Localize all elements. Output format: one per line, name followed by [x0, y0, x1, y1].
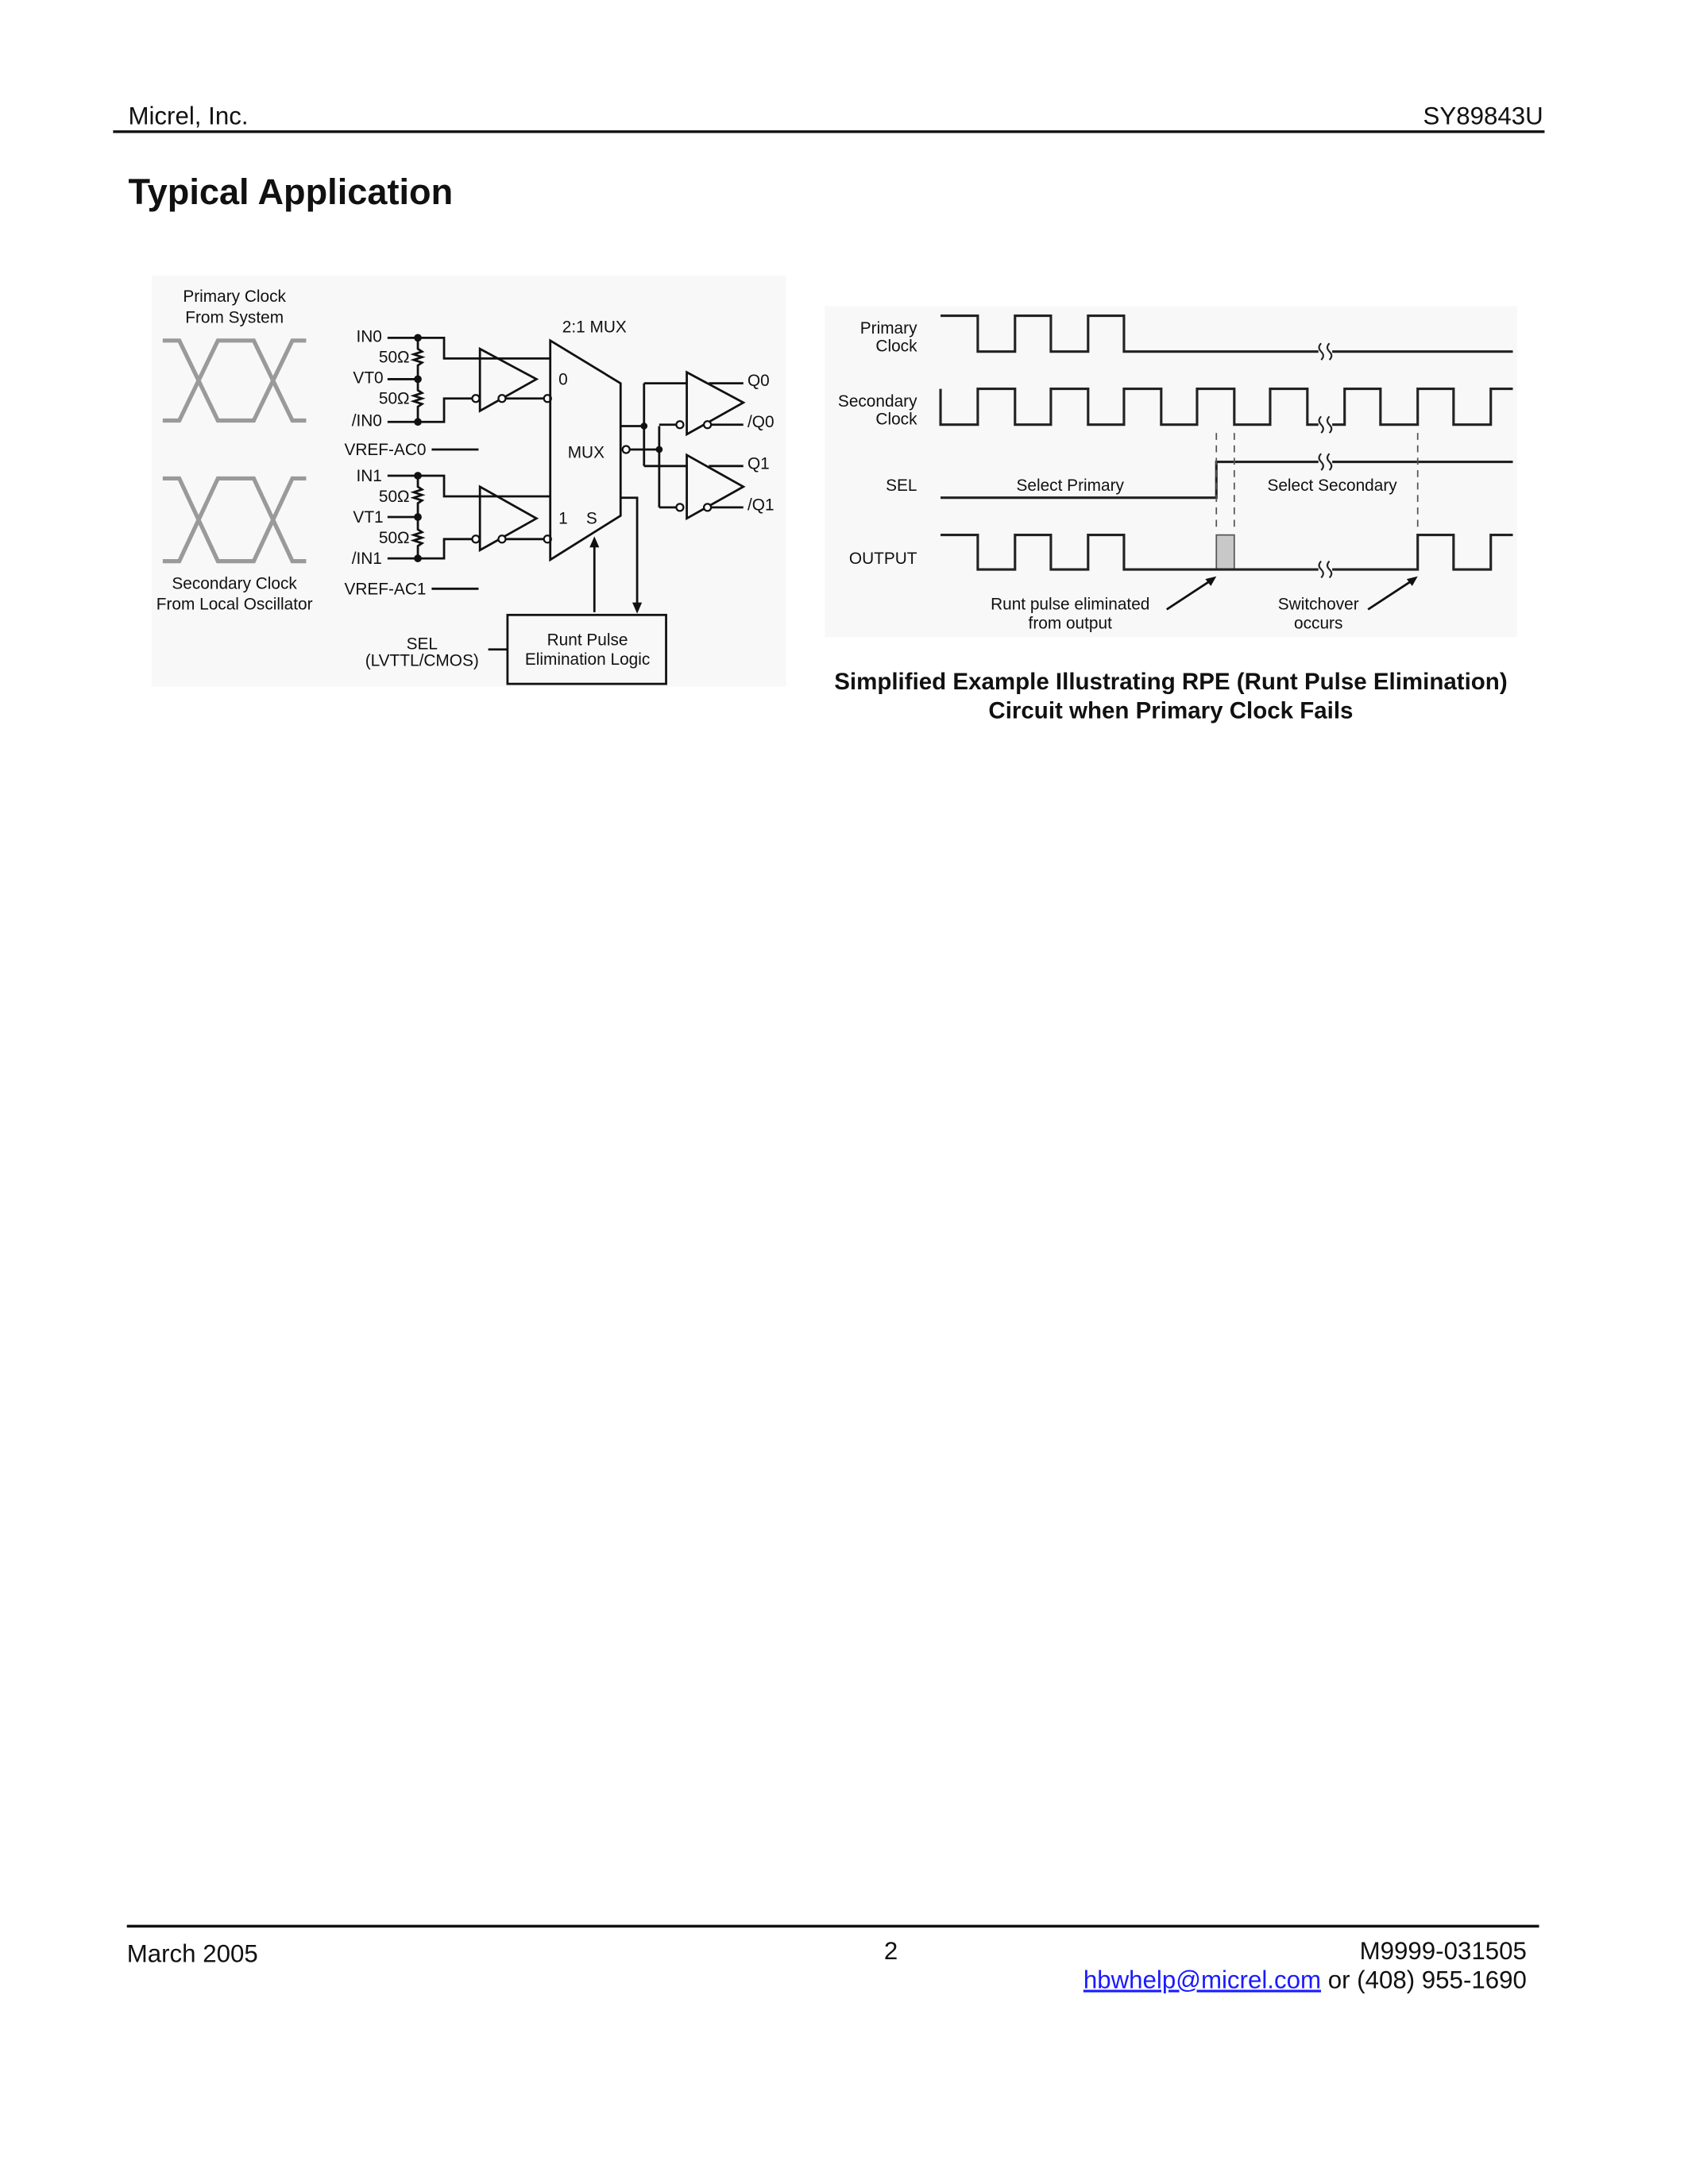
runt-note-1: Runt pulse eliminated: [991, 595, 1149, 613]
pin-vref-ac1: VREF-AC1: [344, 580, 426, 598]
input0-buffer: [478, 346, 539, 413]
mux-block: [549, 338, 622, 562]
runt-note-2: from output: [1029, 615, 1113, 633]
sel-pin-sublabel: (LVTTL/CMOS): [365, 652, 479, 670]
pin-q1: Q1: [747, 454, 770, 473]
select-secondary-label: Select Secondary: [1267, 477, 1397, 495]
timing-diagram: Primary Clock Secondary Clock SEL OUTPUT…: [825, 306, 1517, 638]
support-phone: or (408) 955-1690: [1321, 1966, 1527, 1993]
section-title: Typical Application: [128, 172, 453, 212]
q0-buffer: [686, 370, 746, 437]
circuit-diagram: Primary Clock From System Secondary Cloc…: [151, 276, 786, 687]
primary-clock-label: Primary Clock: [183, 287, 286, 306]
rpe-logic-block: [506, 613, 667, 685]
pin-in0: IN0: [356, 328, 381, 346]
secondary-clock-eye: [162, 476, 307, 564]
resistor-label: 50Ω: [379, 488, 410, 506]
primary-clock-waveform: [941, 314, 1513, 353]
sel-pin-label: SEL: [407, 635, 438, 654]
footer-date: March 2005: [127, 1939, 258, 1967]
header-part-number: SY89843U: [1423, 102, 1543, 129]
mux-input0-label: 0: [558, 370, 568, 388]
sel-waveform: [941, 461, 1513, 500]
pin-vt0: VT0: [353, 369, 383, 388]
primary-clock-eye: [162, 338, 307, 423]
output-waveform: [941, 534, 1513, 571]
rpe-label-2: Elimination Logic: [525, 650, 650, 669]
signal-label-secondary-2: Clock: [875, 411, 917, 429]
signal-label-primary-2: Clock: [875, 338, 917, 356]
signal-label-sel: SEL: [886, 477, 917, 495]
primary-clock-sublabel: From System: [185, 308, 284, 326]
support-email-link[interactable]: hbwhelp@micrel.com: [1083, 1966, 1321, 1993]
resistor-label: 50Ω: [379, 390, 410, 408]
footer-page-number: 2: [884, 1937, 898, 1965]
pin-nq1: /Q1: [747, 496, 774, 514]
resistor-label: 50Ω: [379, 529, 410, 547]
switchover-note-2: occurs: [1294, 615, 1342, 633]
secondary-clock-waveform: [939, 388, 1513, 426]
footer-doc-number: M9999-031505: [1360, 1937, 1527, 1965]
header-company: Micrel, Inc.: [128, 102, 248, 129]
pin-vref-ac0: VREF-AC0: [344, 441, 426, 459]
secondary-clock-label: Secondary Clock: [172, 574, 297, 592]
input1-buffer: [478, 484, 539, 553]
pin-nin1: /IN1: [352, 550, 382, 568]
secondary-clock-sublabel: From Local Oscillator: [156, 595, 313, 613]
switchover-note-1: Switchover: [1278, 595, 1359, 613]
rpe-label-1: Runt Pulse: [547, 631, 628, 650]
resistor-label: 50Ω: [379, 349, 410, 367]
pin-nin0: /IN0: [352, 411, 382, 430]
pin-vt1: VT1: [353, 508, 383, 527]
signal-label-output: OUTPUT: [849, 550, 917, 568]
runt-pulse: [1215, 534, 1235, 570]
footer-contact: hbwhelp@micrel.com or (408) 955-1690: [1083, 1966, 1527, 1993]
time-break-marks: [1318, 342, 1333, 579]
figure-caption-line-1: Simplified Example Illustrating RPE (Run…: [834, 669, 1507, 695]
pin-q0: Q0: [747, 372, 770, 390]
pin-in1: IN1: [356, 467, 381, 485]
mux-input1-label: 1: [558, 510, 568, 528]
figure-caption-line-2: Circuit when Primary Clock Fails: [988, 698, 1353, 724]
signal-label-primary: Primary: [860, 319, 917, 338]
mux-select-label: S: [586, 510, 597, 528]
signal-label-secondary: Secondary: [838, 392, 917, 411]
mux-label: MUX: [568, 443, 605, 461]
select-primary-label: Select Primary: [1017, 477, 1125, 495]
mux-title: 2:1 MUX: [562, 318, 627, 336]
q1-buffer: [686, 453, 746, 521]
pin-nq0: /Q0: [747, 413, 774, 431]
